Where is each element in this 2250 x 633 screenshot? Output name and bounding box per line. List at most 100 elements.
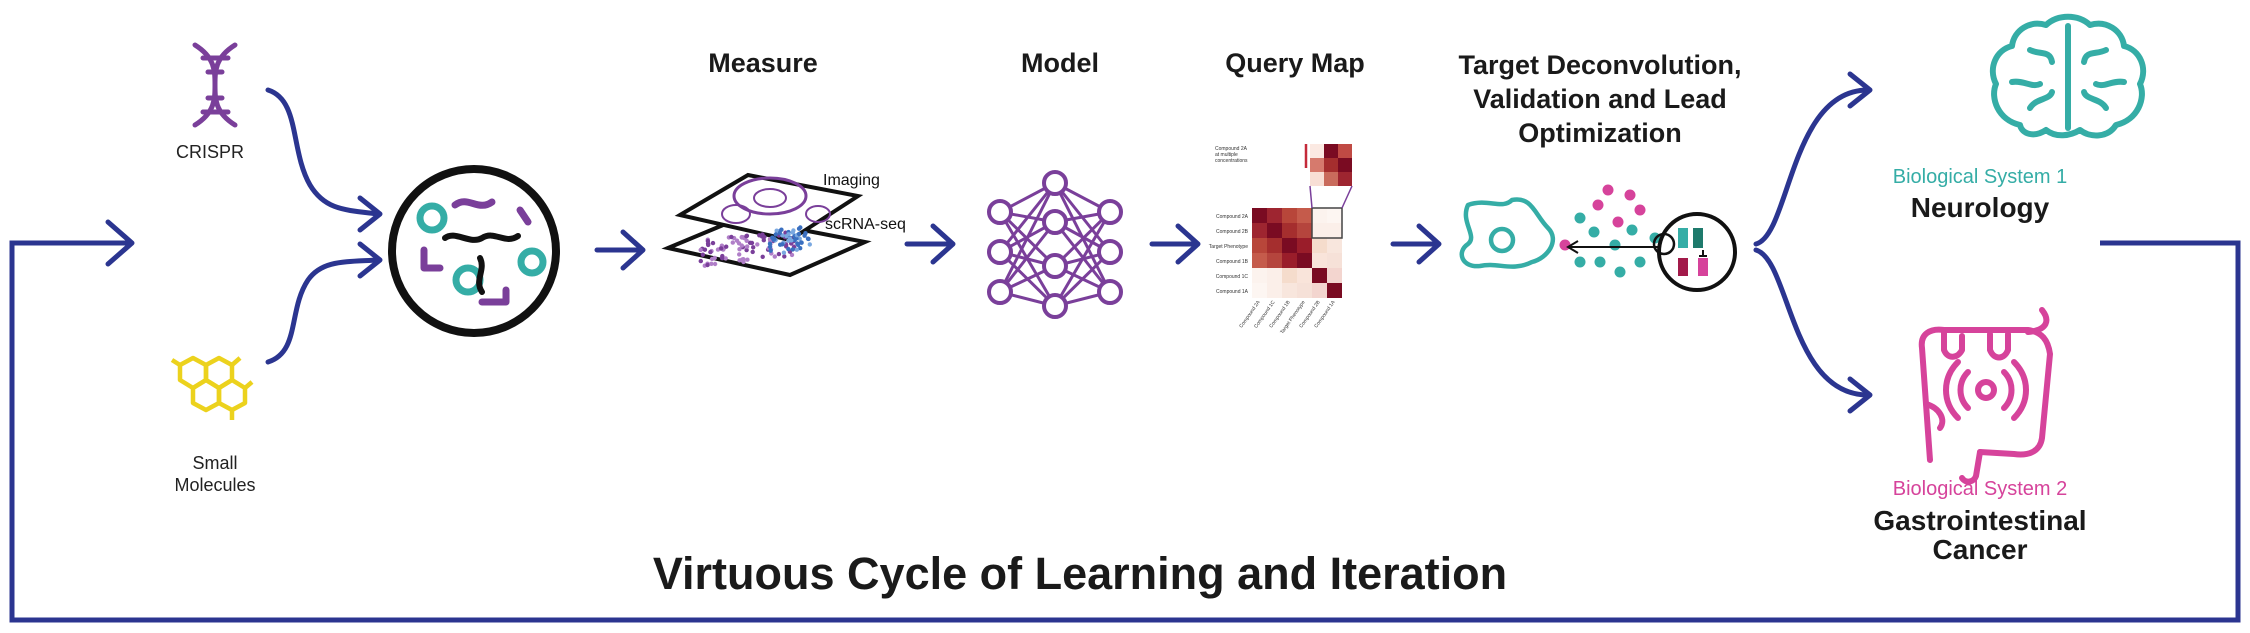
heatmap-inset-cell xyxy=(1338,144,1352,158)
nn-node xyxy=(987,239,1013,265)
compound-dot xyxy=(1574,212,1586,224)
nn-node xyxy=(987,199,1013,225)
dna-icon xyxy=(192,42,238,128)
hexagon-molecule-icon xyxy=(170,355,254,420)
heatmap-cell xyxy=(1267,208,1282,223)
heatmap-cell xyxy=(1282,223,1297,238)
heatmap-cell xyxy=(1297,253,1312,268)
intestine-icon xyxy=(1918,307,2053,485)
compound-dot xyxy=(1634,256,1646,268)
heatmap-cell xyxy=(1267,223,1282,238)
heatmap-cell xyxy=(1297,283,1312,298)
heatmap-row-label: Target Phenotype xyxy=(1209,244,1248,250)
heatmap-inset-cell xyxy=(1324,172,1338,186)
neural-network-icon xyxy=(987,170,1123,319)
heatmap-cell xyxy=(1282,253,1297,268)
heatmap-cell xyxy=(1312,223,1327,238)
crispr-arrow xyxy=(265,87,381,217)
brain-icon xyxy=(1989,13,2147,139)
heatmap-cell xyxy=(1282,283,1297,298)
target-zoom-icon xyxy=(1652,212,1737,292)
heatmap-row-label: Compound 2B xyxy=(1216,229,1249,235)
branch-arrow-up xyxy=(1753,87,1871,247)
heatmap-cell xyxy=(1312,253,1327,268)
stage-model-title: Model xyxy=(1021,48,1099,78)
compound-dot xyxy=(1559,239,1571,251)
heatmap-cell xyxy=(1252,208,1267,223)
heatmap-cell xyxy=(1252,283,1267,298)
small-molecules-label: Small Molecules xyxy=(174,453,256,495)
heatmap-cell xyxy=(1297,223,1312,238)
system-2-subtitle: Biological System 2 xyxy=(1892,478,2068,500)
heatmap-row-label: Compound 2A xyxy=(1216,214,1249,220)
heatmap-cell xyxy=(1252,238,1267,253)
compound-dot xyxy=(1624,189,1636,201)
nn-node xyxy=(1042,253,1068,279)
system-2-title: Gastrointestinal Cancer xyxy=(1873,505,2087,565)
nn-node xyxy=(1097,199,1123,225)
branch-arrow-down-head xyxy=(1847,376,1873,414)
heatmap-inset-cell xyxy=(1310,172,1324,186)
stage-query-map-title: Query Map xyxy=(1225,48,1365,78)
flow-arrow-1 xyxy=(594,229,646,271)
heatmap-cell xyxy=(1327,283,1342,298)
heatmap-cell xyxy=(1252,268,1267,283)
scrna-seq-label: scRNA-seq xyxy=(825,216,906,233)
heatmap-cell xyxy=(1327,223,1342,238)
heatmap-row-label: Compound 1A xyxy=(1216,289,1249,295)
heatmap-cell xyxy=(1327,238,1342,253)
measure-illustration xyxy=(661,172,872,278)
heatmap-cell xyxy=(1297,238,1312,253)
imaging-label: Imaging xyxy=(823,172,880,189)
feedback-loop-line xyxy=(9,240,2241,623)
heatmap-inset-cell xyxy=(1310,158,1324,172)
nn-node xyxy=(1042,170,1068,196)
heatmap-row-label: Compound 1C xyxy=(1216,274,1249,280)
nn-node xyxy=(987,279,1013,305)
heatmap-cell xyxy=(1327,268,1342,283)
heatmap-cell xyxy=(1267,253,1282,268)
nn-node xyxy=(1097,279,1123,305)
heatmap-inset-label: Compound 2A xyxy=(1215,146,1248,152)
flow-arrow-3 xyxy=(1149,223,1201,265)
nn-node xyxy=(1097,239,1123,265)
crispr-label: CRISPR xyxy=(175,142,244,162)
heatmap-inset-cell xyxy=(1338,172,1352,186)
compound-dot xyxy=(1626,224,1638,236)
compound-dot xyxy=(1602,184,1614,196)
branch-arrow-down xyxy=(1753,247,1871,398)
heatmap-cell xyxy=(1312,238,1327,253)
heatmap-cell xyxy=(1297,268,1312,283)
flow-arrow-2 xyxy=(904,223,956,265)
cycle-title: Virtuous Cycle of Learning and Iteration xyxy=(652,548,1508,599)
compound-dot xyxy=(1594,256,1606,268)
heatmap-cell xyxy=(1267,238,1282,253)
compound-dot xyxy=(1614,266,1626,278)
heatmap-cell xyxy=(1267,268,1282,283)
heatmap-cell xyxy=(1282,208,1297,223)
system-1-title: Neurology xyxy=(1910,192,2050,223)
heatmap-cell xyxy=(1312,208,1327,223)
target-arrow xyxy=(1566,240,1662,254)
molecules-arrow xyxy=(265,257,381,365)
heatmap-cell xyxy=(1312,268,1327,283)
compound-dot xyxy=(1609,239,1621,251)
heatmap-inset-label: concentrations xyxy=(1215,158,1248,164)
compound-dot xyxy=(1588,226,1600,238)
heatmap-cell xyxy=(1327,253,1342,268)
stage-measure-title: Measure xyxy=(708,48,818,78)
heatmap-cell xyxy=(1282,238,1297,253)
compound-dot xyxy=(1612,216,1624,228)
stage-target-title: Target Deconvolution, Validation and Lea… xyxy=(1458,50,1742,148)
compound-dot xyxy=(1574,256,1586,268)
compound-dots xyxy=(1559,184,1661,278)
heatmap-cell xyxy=(1267,283,1282,298)
heatmap-cell xyxy=(1312,283,1327,298)
nn-node xyxy=(1042,209,1068,235)
loop-entry-arrow xyxy=(105,219,135,267)
heatmap-row-label: Compound 1B xyxy=(1216,259,1249,265)
cell-icon xyxy=(1459,197,1556,269)
heatmap-cell xyxy=(1327,208,1342,223)
